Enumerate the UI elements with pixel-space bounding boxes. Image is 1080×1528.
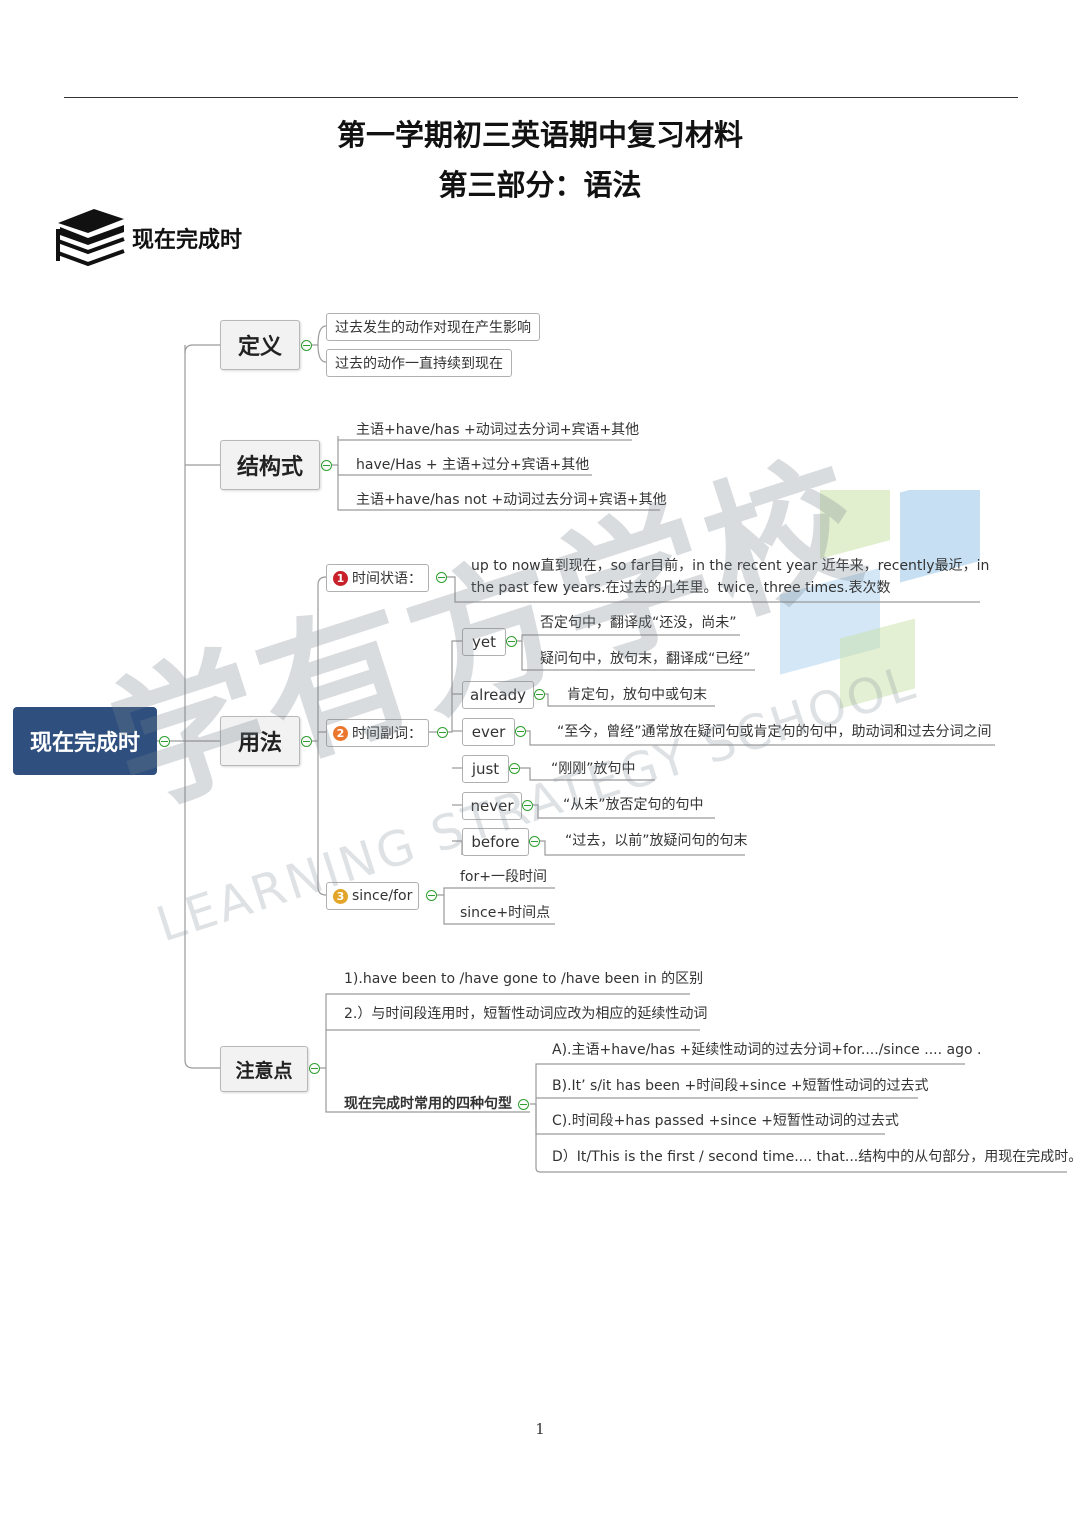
top-rule xyxy=(64,97,1018,98)
adverb-note: “从未”放否定句的句中 xyxy=(563,797,704,813)
collapse-toggle-notes[interactable] xyxy=(309,1063,320,1074)
adverb-note: “刚刚”放句中 xyxy=(551,761,636,777)
node-definition[interactable]: 定义 xyxy=(220,320,300,370)
pattern-item: C).时间段+has passed +since +短暂性动词的过去式 xyxy=(552,1113,899,1129)
node-usage[interactable]: 用法 xyxy=(220,716,300,766)
school-logo-watermark xyxy=(780,490,980,709)
time-adverbial-label: 时间状语： xyxy=(352,571,422,587)
node-notes[interactable]: 注意点 xyxy=(220,1046,308,1092)
structure-item: 主语+have/has not +动词过去分词+宾语+其他 xyxy=(356,492,667,508)
document-title: 第一学期初三英语期中复习材料 xyxy=(336,118,743,152)
time-adverbial-text: the past few years.在过去的几年里。twice, three … xyxy=(471,580,891,596)
number-badge: 2 xyxy=(333,725,348,741)
node-time-adverbial[interactable]: 1 时间状语： xyxy=(326,564,429,592)
collapse-toggle-just[interactable] xyxy=(509,763,520,774)
adverb-note: “过去，以前”放疑问句的句末 xyxy=(565,833,748,849)
adverb-note: 肯定句，放句中或句末 xyxy=(567,687,707,703)
books-icon xyxy=(56,209,125,267)
time-adverb-label: 时间副词： xyxy=(352,726,422,742)
adverb-note: 疑问句中，放句末，翻译成“已经” xyxy=(540,651,751,667)
time-adverbial-text: up to now直到现在，so far目前，in the recent yea… xyxy=(471,558,990,574)
part-title: 第三部分：语法 xyxy=(438,168,642,202)
adverb-ever[interactable]: ever xyxy=(462,718,515,746)
adverb-just[interactable]: just xyxy=(462,755,509,783)
notes-item: 1).have been to /have gone to /have been… xyxy=(344,971,704,987)
collapse-toggle-since-for[interactable] xyxy=(426,890,437,901)
collapse-toggle-yet[interactable] xyxy=(506,636,517,647)
definition-item: 过去的动作一直持续到现在 xyxy=(326,349,512,377)
number-badge: 3 xyxy=(333,888,348,904)
adverb-already[interactable]: already xyxy=(462,681,534,709)
mindmap-root[interactable]: 现在完成时 xyxy=(13,707,157,775)
collapse-toggle-root[interactable] xyxy=(159,736,170,747)
since-for-item: since+时间点 xyxy=(460,905,551,921)
collapse-toggle-patterns[interactable] xyxy=(518,1099,529,1110)
adverb-before[interactable]: before xyxy=(462,828,529,856)
node-since-for[interactable]: 3 since/for xyxy=(326,882,420,910)
collapse-toggle-structure[interactable] xyxy=(321,460,332,471)
number-badge: 1 xyxy=(333,570,348,586)
collapse-toggle-ever[interactable] xyxy=(515,726,526,737)
definition-item: 过去发生的动作对现在产生影响 xyxy=(326,313,540,341)
structure-item: 主语+have/has +动词过去分词+宾语+其他 xyxy=(356,422,640,438)
since-for-item: for+一段时间 xyxy=(460,869,547,885)
collapse-toggle-never[interactable] xyxy=(522,800,533,811)
adverb-note: “至今，曾经”通常放在疑问句或肯定句的句中，助动词和过去分词之间 xyxy=(557,724,992,740)
notes-item: 2.）与时间段连用时，短暂性动词应改为相应的延续性动词 xyxy=(344,1006,708,1022)
node-time-adverb[interactable]: 2 时间副词： xyxy=(326,719,429,747)
pattern-item: D）It/This is the first / second time....… xyxy=(552,1149,1080,1165)
collapse-toggle-definition[interactable] xyxy=(301,340,312,351)
pattern-item: A).主语+have/has +延续性动词的过去分词+for..../since… xyxy=(552,1042,982,1058)
collapse-toggle-time-adverbial[interactable] xyxy=(436,572,447,583)
since-for-label: since/for xyxy=(352,888,413,904)
adverb-note: 否定句中，翻译成“还没，尚未” xyxy=(540,615,737,631)
node-structure[interactable]: 结构式 xyxy=(220,440,320,490)
collapse-toggle-already[interactable] xyxy=(534,689,545,700)
adverb-yet[interactable]: yet xyxy=(462,628,506,656)
adverb-never[interactable]: never xyxy=(462,792,522,820)
collapse-toggle-before[interactable] xyxy=(529,836,540,847)
collapse-toggle-time-adverb[interactable] xyxy=(437,727,448,738)
page-number: 1 xyxy=(535,1420,545,1438)
section-heading: 现在完成时 xyxy=(132,228,243,253)
structure-item: have/Has + 主语+过分+宾语+其他 xyxy=(356,457,590,473)
collapse-toggle-usage[interactable] xyxy=(301,736,312,747)
patterns-label[interactable]: 现在完成时常用的四种句型 xyxy=(344,1096,512,1112)
pattern-item: B).It’ s/it has been +时间段+since +短暂性动词的过… xyxy=(552,1078,929,1094)
